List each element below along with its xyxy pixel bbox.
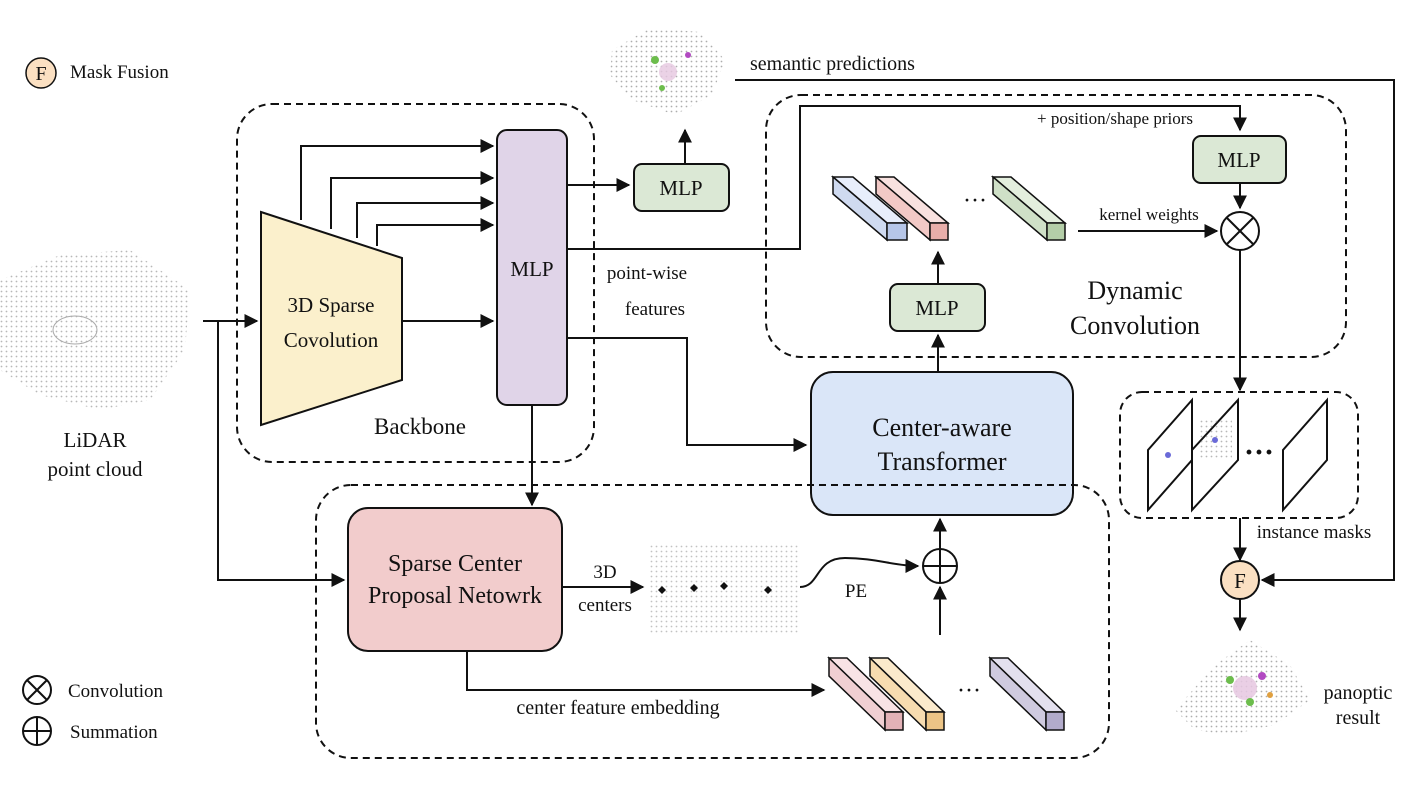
mask-frame-1 [1147,397,1193,513]
sparse-conv-label-line2: Covolution [284,328,379,352]
instance-masks-dashed-box [1119,391,1359,519]
pointwise-features: point-wise features [567,105,1247,452]
legend-fusion: F Mask Fusion [25,57,169,89]
semantic-mlp-block [633,163,730,212]
lidar-label-line2: point cloud [47,457,143,481]
fusion-icon [25,57,57,89]
query-cube-1 [830,175,910,242]
proposal-label-line2: Proposal Netowrk [368,583,542,609]
pe-label: PE [845,581,867,602]
kernel-weights-label: kernel weights [1099,205,1199,224]
convolution-op-icon [1220,211,1260,251]
lidar-label-line1: LiDAR [64,428,127,452]
legend-conv-label: Convolution [68,681,164,702]
legend-convolution: Convolution [22,675,164,705]
legend-summation: Summation [22,716,158,746]
summation-icon [22,716,52,746]
semantic-predictions-label: semantic predictions [750,53,915,75]
transformer-group: Center-aware Transformer [810,333,1074,516]
kernel-mlp-label: MLP [1217,148,1260,172]
proposal-network-block [347,507,563,652]
mask-ellipsis: ··· [1244,436,1274,469]
instance-masks-group: ··· instance masks [1119,250,1372,562]
legend: F Mask Fusion Convolution Summation [22,57,169,746]
sparse-conv-label-line1: 3D Sparse [288,293,375,317]
backbone-mlp-label: MLP [510,257,553,281]
pointwise-label-line1: point-wise [607,263,687,284]
embedding-label: center feature embedding [516,697,719,719]
sparse-conv-block [260,210,403,427]
backbone-label: Backbone [374,414,466,439]
mask-frame-3 [1282,397,1328,513]
centers-pointcloud-image [648,545,798,633]
query-ellipsis: ··· [963,188,987,214]
transformer-label-line2: Transformer [877,447,1006,476]
legend-fusion-label: Mask Fusion [70,62,169,83]
dynamic-conv-title-line1: Dynamic [1087,276,1182,305]
legend-sum-label: Summation [70,722,158,743]
skip-connections [300,139,495,328]
proposal-label-line1: Sparse Center [388,551,522,577]
embed-ellipsis: ··· [957,678,981,704]
query-cube-3 [990,175,1068,242]
transformer-label-line1: Center-aware [872,413,1012,442]
panoptic-label-line2: result [1336,707,1381,729]
panoptic-label-line1: panoptic [1324,682,1393,704]
input-arrows [203,314,346,587]
output-group: F panoptic result [1175,560,1393,735]
backbone-group: 3D Sparse Covolution MLP Backbone [236,103,595,463]
backbone-dashed-box [236,103,595,463]
convolution-icon [22,675,52,705]
proposal-group: Sparse Center Proposal Netowrk 3D center… [315,405,1110,759]
semantic-branch: MLP semantic predictions [567,28,1395,587]
transformer-block [810,371,1074,516]
proposal-dashed-box [315,484,1110,759]
priors-label: + position/shape priors [1037,109,1193,128]
panoptic-pointcloud-image [1175,640,1310,735]
semantic-mlp-label: MLP [659,176,702,200]
transformer-out-mlp-label: MLP [915,296,958,320]
centers-label-line1: 3D [593,562,616,583]
query-cube-2 [873,175,951,242]
embed-cube-3 [988,656,1066,732]
dynamic-conv-title-line2: Convolution [1070,311,1200,340]
summation-op-icon [922,548,958,584]
pointwise-label-line2: features [625,299,685,320]
embed-cube-1 [827,656,905,732]
embed-cube-2 [868,656,946,732]
dynamic-conv-group: + position/shape priors MLP ··· kernel w… [765,94,1347,358]
instance-masks-label: instance masks [1257,522,1372,543]
lidar-pointcloud-image [0,250,190,410]
semantic-pointcloud-image [610,28,725,115]
centers-label-line2: centers [578,595,632,616]
mask-frame-2 [1191,397,1239,513]
lidar-input: LiDAR point cloud [0,250,190,481]
legend-fusion-symbol: F [35,63,46,85]
fusion-symbol: F [1234,569,1246,593]
dynamic-conv-dashed-box [765,94,1347,358]
